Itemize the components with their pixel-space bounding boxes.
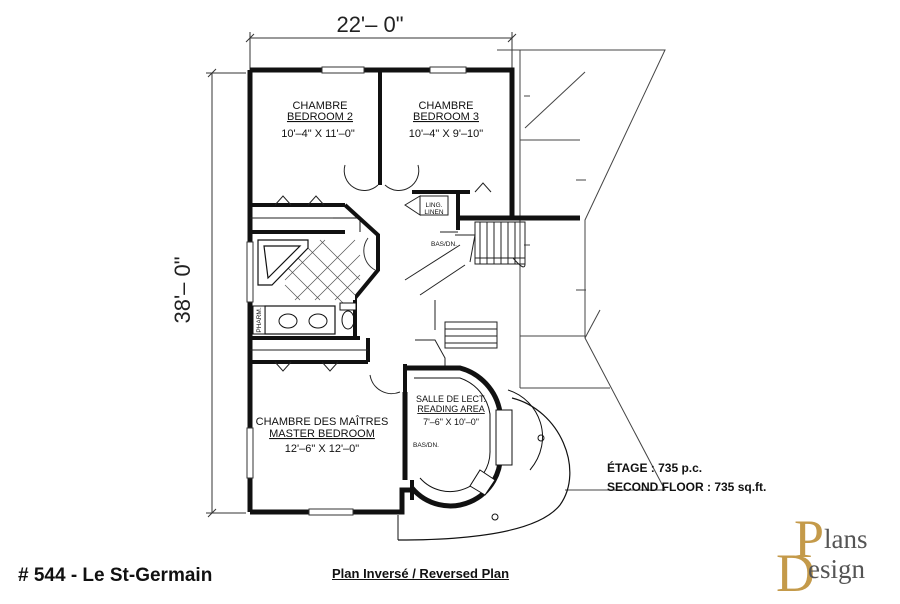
svg-text:SALLE DE LECT.: SALLE DE LECT.: [416, 394, 486, 404]
room-label-bedroom3: CHAMBRE BEDROOM 3 10'–4" X 9'–10": [409, 100, 483, 140]
dimension-lines: [206, 32, 517, 518]
staircase: [404, 221, 526, 370]
linen-label-en: LINEN: [424, 209, 443, 216]
logo-initial-d: D: [776, 543, 815, 603]
bay-window: [397, 389, 571, 541]
linen-label-fr: LING.: [426, 202, 443, 209]
floor-area-en: SECOND FLOOR : 735 sq.ft.: [607, 480, 767, 494]
svg-text:BEDROOM 3: BEDROOM 3: [413, 111, 479, 123]
room-label-reading: SALLE DE LECT. READING AREA 7'–6" X 10'–…: [416, 394, 486, 427]
svg-text:READING AREA: READING AREA: [417, 404, 485, 414]
pharmacy-cabinet: [252, 305, 266, 335]
sink-right: [308, 313, 328, 329]
windows: [246, 66, 467, 516]
depth-dimension: 38'– 0": [170, 256, 195, 323]
bathtub: [257, 239, 309, 286]
svg-text:MASTER BEDROOM: MASTER BEDROOM: [269, 428, 375, 440]
pharmacy-label: PHARM.: [256, 307, 263, 332]
width-dimension: 22'– 0": [336, 12, 403, 37]
logo-word-design: esign: [808, 554, 865, 584]
logo-initial-p: P: [794, 509, 825, 569]
floor-area-fr: ÉTAGE : 735 p.c.: [607, 461, 703, 475]
bathroom: PHARM.: [252, 217, 376, 335]
svg-text:BEDROOM 2: BEDROOM 2: [287, 111, 353, 123]
svg-text:CHAMBRE: CHAMBRE: [418, 100, 473, 112]
room-label-bedroom2: CHAMBRE BEDROOM 2 10'–4" X 11'–0": [281, 100, 355, 140]
shower-door: [333, 217, 361, 232]
plan-title: # 544 - Le St-Germain: [18, 565, 213, 586]
reading-area-walls: [402, 365, 513, 509]
room-label-master: CHAMBRE DES MAÎTRES MASTER BEDROOM 12'–6…: [256, 415, 389, 455]
svg-text:CHAMBRE DES MAÎTRES: CHAMBRE DES MAÎTRES: [256, 415, 389, 428]
toilet: [341, 310, 355, 330]
svg-text:12'–6" X 12'–0": 12'–6" X 12'–0": [285, 443, 359, 455]
stairs-down-label-2: BAS/DN.: [413, 442, 439, 449]
svg-text:CHAMBRE: CHAMBRE: [292, 100, 347, 112]
logo-word-plans: lans: [824, 524, 868, 554]
svg-text:7'–6" X 10'–0": 7'–6" X 10'–0": [423, 417, 479, 427]
roof-outline: [497, 49, 666, 491]
plans-design-logo: P lans D esign: [772, 509, 890, 603]
interior-details: [250, 164, 492, 395]
sink-left: [278, 313, 298, 329]
vanity-counter: [264, 305, 336, 335]
svg-text:10'–4" X 9'–10": 10'–4" X 9'–10": [409, 128, 483, 140]
svg-text:10'–4" X 11'–0": 10'–4" X 11'–0": [281, 128, 355, 140]
plan-subtitle: Plan Inversé / Reversed Plan: [332, 566, 510, 581]
stairs-down-label: BAS/DN.: [431, 241, 457, 248]
